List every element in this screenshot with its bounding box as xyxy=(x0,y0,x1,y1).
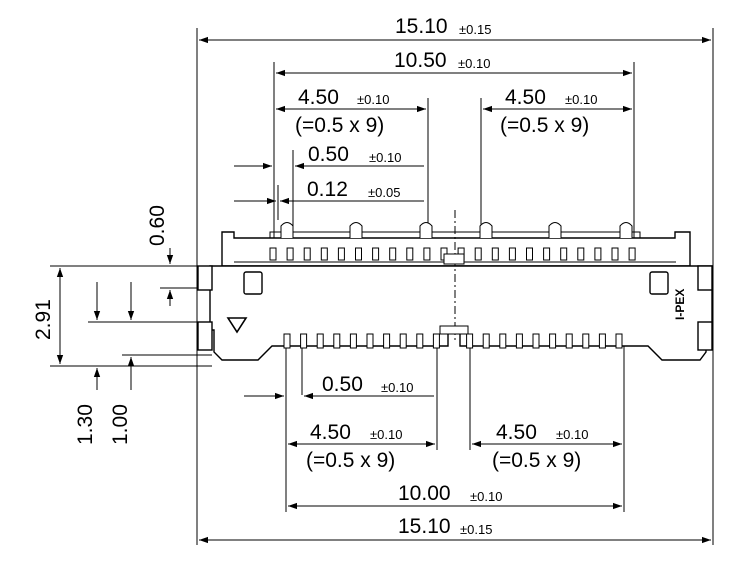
bottom-contact xyxy=(549,333,557,349)
top-contact xyxy=(526,247,533,261)
top-width-value: 15.10 xyxy=(395,15,448,38)
bottom-pitch-value: 10.00 xyxy=(398,482,451,505)
bottom-contact xyxy=(366,333,374,349)
bottom-contact xyxy=(466,333,474,349)
top-contact xyxy=(423,247,431,261)
left-ear-lower xyxy=(197,321,213,351)
top-contact xyxy=(577,247,585,261)
bottom-contact xyxy=(515,333,523,349)
bottom-contact xyxy=(482,333,490,349)
center-key-top xyxy=(443,253,465,265)
right-latch xyxy=(649,271,669,295)
bottom-contact xyxy=(565,333,573,349)
top-right-group-tol: ±0.10 xyxy=(565,92,597,107)
bottom-contact xyxy=(300,333,308,349)
bottom-left-group-tol: ±0.10 xyxy=(370,427,402,442)
bottom-contact xyxy=(349,333,357,349)
bottom-right-group-tol: ±0.10 xyxy=(556,427,588,442)
bottom-contact xyxy=(283,333,291,349)
left-1-30-value: 1.30 xyxy=(74,404,97,445)
bottom-contact xyxy=(432,333,440,349)
pin1-triangle-icon xyxy=(226,317,248,334)
top-right-group-note: (=0.5 x 9) xyxy=(500,114,589,137)
top-bumps xyxy=(280,222,633,238)
top-contact xyxy=(543,247,551,261)
bottom-contact xyxy=(582,333,590,349)
top-contact xyxy=(594,247,602,261)
bottom-contact xyxy=(416,333,424,349)
bottom-contact xyxy=(598,333,606,349)
top-right-group-value: 4.50 xyxy=(505,86,546,109)
top-pitch-tol: ±0.10 xyxy=(458,56,490,71)
labels: 15.10 ±0.15 10.50 ±0.10 4.50 ±0.10 (=0.5… xyxy=(32,15,597,538)
top-left-group-note: (=0.5 x 9) xyxy=(295,114,384,137)
left-ear xyxy=(197,265,213,291)
bottom-width-value: 15.10 xyxy=(398,515,451,538)
bottom-contact xyxy=(316,333,324,349)
bottom-left-group-note: (=0.5 x 9) xyxy=(306,449,395,472)
bottom-right-group-note: (=0.5 x 9) xyxy=(492,449,581,472)
top-contact xyxy=(337,247,345,261)
dimension-lines xyxy=(56,36,711,544)
top-contact xyxy=(611,247,619,261)
top-pin-pitch-tol: ±0.10 xyxy=(369,150,401,165)
top-contact xyxy=(389,247,397,261)
top-pitch-value: 10.50 xyxy=(394,49,447,72)
bottom-pin-pitch-value: 0.50 xyxy=(322,373,363,396)
extension-lines xyxy=(50,28,714,545)
top-contact xyxy=(474,247,482,261)
bottom-right-group-value: 4.50 xyxy=(496,421,537,444)
top-contact xyxy=(406,247,414,261)
top-contact xyxy=(560,247,568,261)
bottom-contact xyxy=(532,333,540,349)
bottom-contact xyxy=(383,333,391,349)
ipex-marking: I-PEX xyxy=(673,289,687,320)
top-pin-width-tol: ±0.05 xyxy=(368,185,400,200)
top-contact xyxy=(372,247,380,261)
top-left-group-value: 4.50 xyxy=(298,86,339,109)
left-height-value: 2.91 xyxy=(32,299,55,340)
right-ear xyxy=(697,265,713,291)
top-contact xyxy=(320,247,328,261)
top-contact xyxy=(508,247,516,261)
top-pin-pitch-value: 0.50 xyxy=(308,143,349,166)
top-contact xyxy=(355,247,362,261)
bottom-contact xyxy=(399,333,407,349)
top-contact xyxy=(303,247,311,261)
right-ear-lower xyxy=(697,321,713,351)
top-width-tol: ±0.15 xyxy=(459,22,491,37)
top-contact xyxy=(628,247,636,261)
top-contact xyxy=(269,247,277,261)
center-key-bottom xyxy=(439,325,469,335)
top-left-group-tol: ±0.10 xyxy=(357,92,389,107)
bottom-width-tol: ±0.15 xyxy=(460,522,492,537)
top-contact xyxy=(491,247,499,261)
left-1-00-value: 1.00 xyxy=(109,404,132,445)
bottom-contacts xyxy=(283,333,623,349)
bottom-pin-pitch-tol: ±0.10 xyxy=(381,380,413,395)
bottom-contact xyxy=(499,333,507,349)
bottom-left-group-value: 4.50 xyxy=(310,421,351,444)
left-small-value: 0.60 xyxy=(146,205,169,246)
top-contact xyxy=(286,247,294,261)
bottom-contact xyxy=(615,333,623,349)
top-pin-width-value: 0.12 xyxy=(307,178,348,201)
bottom-pitch-tol: ±0.10 xyxy=(470,489,502,504)
left-latch xyxy=(243,271,263,295)
bottom-contact xyxy=(333,333,341,349)
